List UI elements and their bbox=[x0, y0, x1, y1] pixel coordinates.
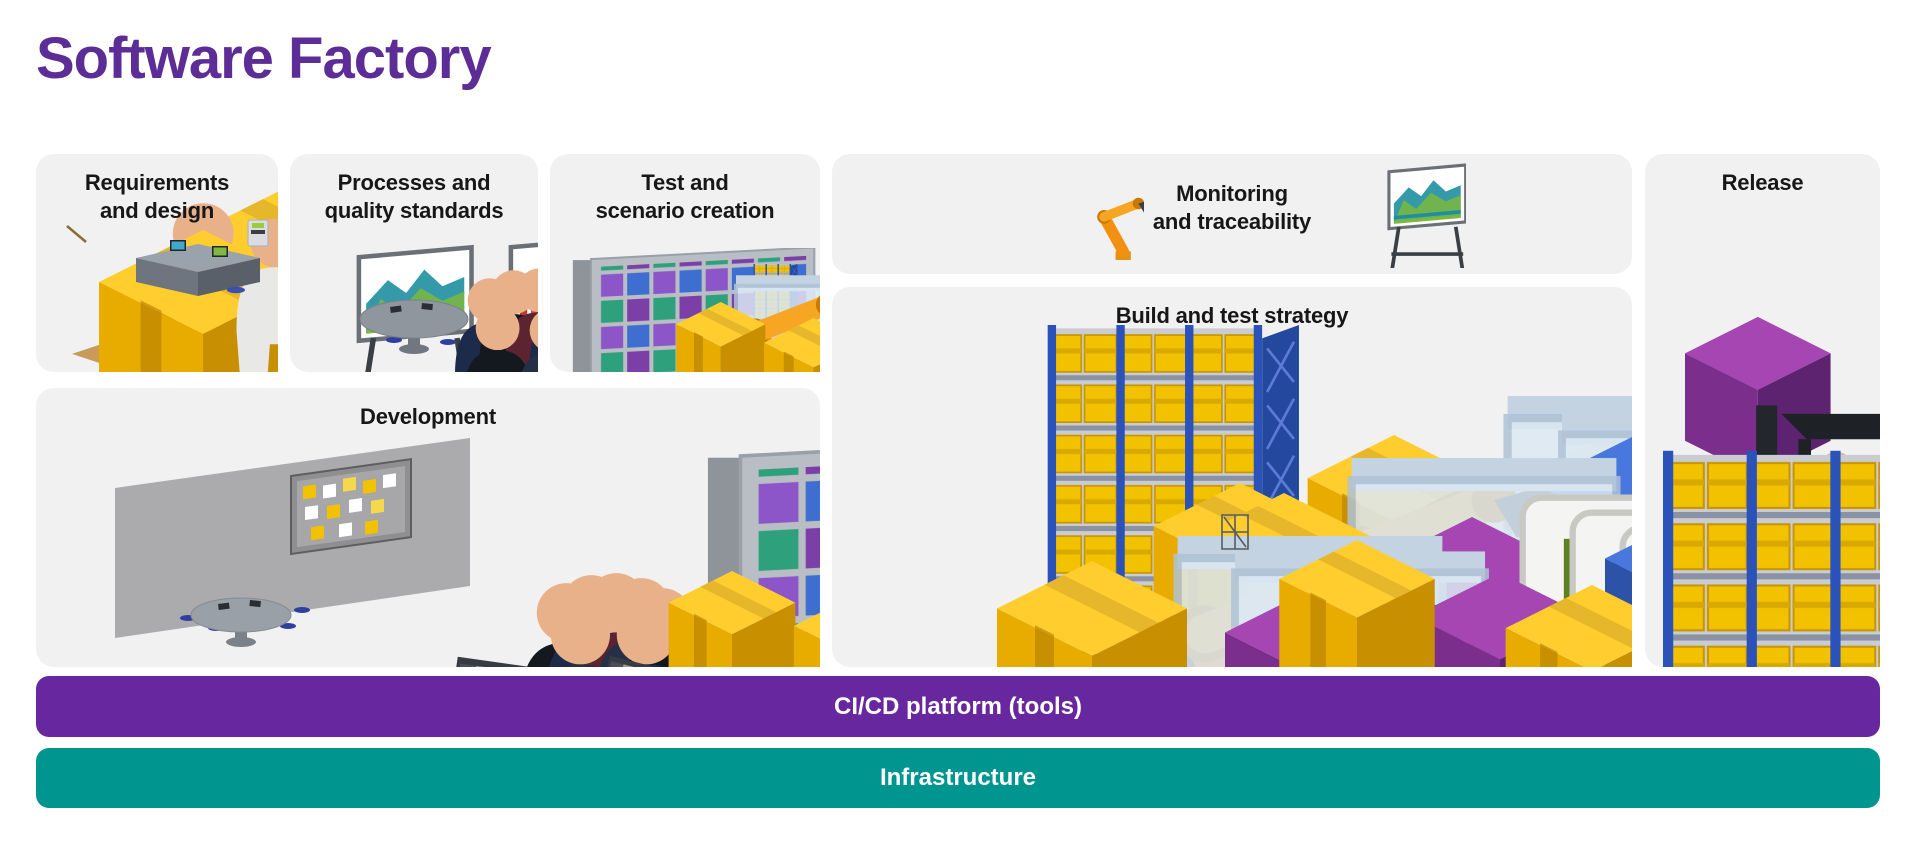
infrastructure-bar: Infrastructure bbox=[36, 748, 1880, 808]
warehouse-rack-icon bbox=[1048, 325, 1299, 633]
package-icon bbox=[676, 302, 765, 372]
build-panel-title: Build and test strategy bbox=[1115, 303, 1349, 328]
forklift-with-purple-box-icon bbox=[1685, 317, 1880, 625]
red-bar-chart-board-icon bbox=[511, 237, 538, 372]
cicd-platform-bar: CI/CD platform (tools) bbox=[36, 676, 1880, 737]
sticky-note-board-icon bbox=[290, 457, 412, 556]
panel-requirements-and-design: Requirements and design bbox=[36, 154, 278, 372]
code-mosaic-wall-icon bbox=[573, 247, 814, 372]
green-chart-board-icon bbox=[355, 247, 475, 372]
monitoring-panel-title: Monitoring and traceability bbox=[1152, 181, 1312, 234]
conveyor-line-lower bbox=[832, 536, 1632, 667]
cicd-platform-label: CI/CD platform (tools) bbox=[834, 692, 1082, 720]
conveyor-line-right bbox=[1221, 498, 1632, 667]
page-title: Software Factory bbox=[36, 26, 492, 91]
panel-monitoring-and-traceability: Monitoring and traceability bbox=[832, 154, 1632, 274]
requirements-panel-title: Requirements and design bbox=[84, 170, 230, 223]
gray-wall bbox=[115, 438, 470, 638]
infrastructure-label: Infrastructure bbox=[879, 764, 1037, 791]
package-icon bbox=[764, 318, 820, 372]
robot-arm-icon bbox=[740, 292, 820, 372]
panel-build-and-test-strategy: Build and test strategy bbox=[832, 287, 1632, 667]
workstation-desk-icon bbox=[136, 219, 278, 372]
small-rack-icon bbox=[753, 264, 797, 318]
warehouse-rack-icon bbox=[1663, 451, 1880, 667]
conveyor-line-middle bbox=[990, 458, 1632, 667]
package-icon bbox=[669, 571, 796, 667]
conveyor-icon bbox=[575, 658, 820, 667]
processes-panel-title: Processes and quality standards bbox=[324, 170, 504, 223]
lattice-frame-icon bbox=[1221, 514, 1249, 550]
panel-test-and-scenario-creation: Test and scenario creation bbox=[550, 154, 820, 372]
panel-processes-and-quality-standards: Processes and quality standards bbox=[290, 154, 538, 372]
test-cell-icon bbox=[731, 275, 820, 372]
build-illustration bbox=[832, 287, 1632, 667]
team-round-table-icon bbox=[180, 573, 709, 667]
conveyor-icon bbox=[432, 660, 820, 667]
team-meeting-table-icon bbox=[359, 268, 538, 372]
development-panel-title: Development bbox=[360, 404, 496, 429]
release-illustration bbox=[1645, 154, 1880, 667]
test-panel-title: Test and scenario creation bbox=[595, 170, 775, 223]
worker-pushing-crate-icon bbox=[66, 203, 278, 372]
package-icon bbox=[794, 591, 820, 667]
release-panel-title: Release bbox=[1721, 170, 1804, 195]
conveyor-line-upper bbox=[1145, 396, 1632, 667]
panel-development: Development bbox=[36, 388, 820, 667]
panel-release: Release bbox=[1645, 154, 1880, 667]
code-mosaic-wall-icon bbox=[708, 435, 820, 667]
forklift-icon bbox=[789, 305, 820, 372]
